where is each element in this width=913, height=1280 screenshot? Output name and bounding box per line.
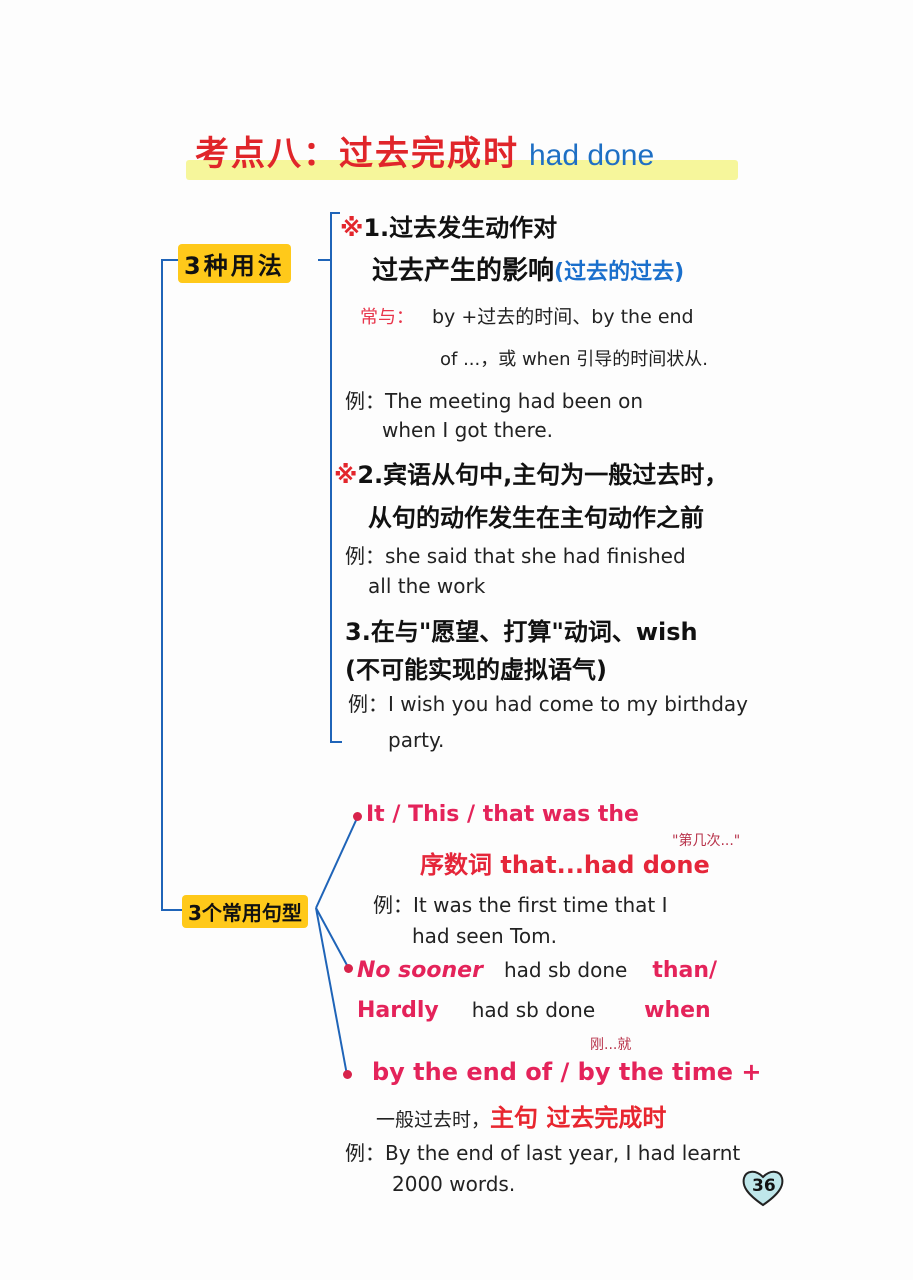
usage-connector <box>318 259 332 261</box>
pattern-1-example: 例：It was the first time that I <box>373 893 668 917</box>
pattern-2-annotation: 刚...就 <box>590 1037 632 1053</box>
bullet-dot-icon <box>344 964 353 973</box>
pattern-3-example: 例：By the end of last year, I had learnt <box>345 1141 741 1165</box>
usage-2-line2: 从句的动作发生在主句动作之前 <box>368 504 704 532</box>
page-number: 36 <box>752 1176 776 1196</box>
main-bracket-vertical <box>161 259 163 910</box>
often-label: 常与： <box>360 307 414 328</box>
usage-bracket-bottom <box>330 741 342 743</box>
star-marker-icon: ※ <box>334 461 358 489</box>
title-highlight <box>186 160 738 180</box>
branch-badge-patterns: 3个常用句型 <box>182 895 308 928</box>
usage-1-line2: 过去产生的影响(过去的过去) <box>372 256 685 286</box>
bullet-dot-icon <box>353 812 362 821</box>
main-bracket-top-tick <box>161 259 178 261</box>
usage-2-example: 例：she said that she had finished <box>345 544 686 568</box>
usage-1-often: 常与：by +过去的时间、by the end <box>360 306 694 328</box>
pattern-3-line1: by the end of / by the time + <box>372 1058 762 1086</box>
pattern-1-line2: 序数词 that...had done <box>420 851 710 879</box>
usage-3-example: 例：I wish you had come to my birthday <box>348 692 748 716</box>
title-en: had done <box>529 139 655 172</box>
usage-bracket-top <box>330 212 340 214</box>
usage-1-often-line2: of ...，或 when 引导的时间状从. <box>440 349 709 370</box>
bullet-dot-icon <box>343 1070 352 1079</box>
title-zh: 考点八：过去完成时 <box>195 134 519 174</box>
pattern-3-line2: 一般过去时，主句 过去完成时 <box>376 1104 667 1132</box>
usage-1-example: 例：The meeting had been on <box>345 389 644 413</box>
usage-1-note: (过去的过去) <box>554 260 685 285</box>
usage-1-example-line2: when I got there. <box>382 418 554 442</box>
branch-badge-usages: 3种用法 <box>178 244 291 283</box>
page-title: 考点八：过去完成时 had done <box>195 126 654 175</box>
pattern-2-line1: No sooner had sb done than/ <box>357 958 718 983</box>
usage-3-line1: 3.在与"愿望、打算"动词、wish <box>345 618 698 646</box>
usage-3-line2: (不可能实现的虚拟语气) <box>345 656 607 684</box>
usage-3-example-line2: party. <box>388 728 445 752</box>
main-bracket-bottom-tick <box>161 909 182 911</box>
star-marker-icon: ※ <box>340 214 364 242</box>
usage-2-example-line2: all the work <box>368 574 486 598</box>
usage-2-line1: ※2.宾语从句中,主句为一般过去时， <box>334 461 729 489</box>
pattern-1-line1: It / This / that was the <box>366 802 639 827</box>
usage-bracket-vertical <box>330 212 332 742</box>
pattern-1-annotation: "第几次..." <box>672 833 741 849</box>
pattern-1-example-line2: had seen Tom. <box>412 924 557 948</box>
pattern-2-line2: Hardly had sb done when <box>357 998 711 1023</box>
heart-icon <box>742 1170 784 1207</box>
pattern-3-example-line2: 2000 words. <box>392 1172 516 1196</box>
usage-1-line1: ※1.过去发生动作对 <box>340 214 558 242</box>
